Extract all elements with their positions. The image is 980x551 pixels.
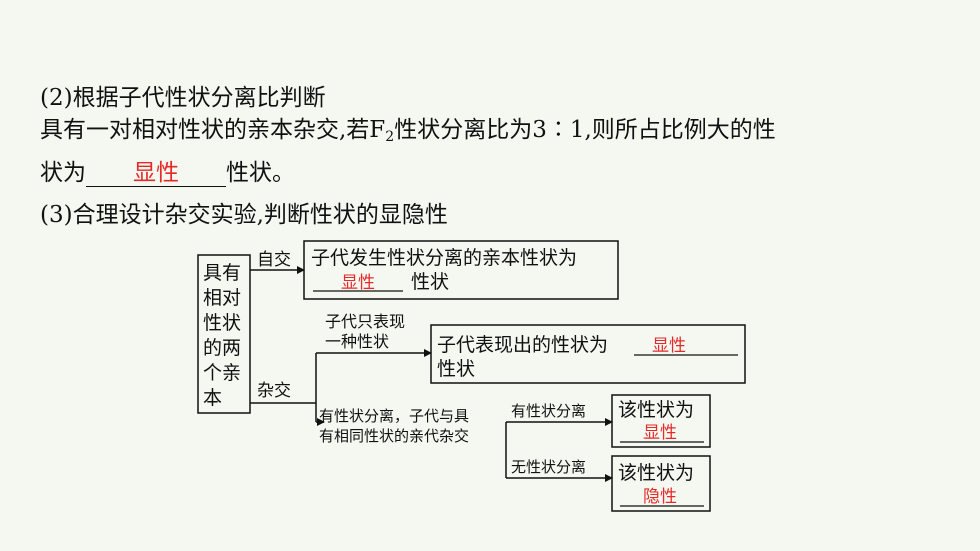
parent-text-6: 本 <box>203 387 222 409</box>
cross-label: 杂交 <box>257 381 291 401</box>
box3-text: 该性状为 <box>618 399 694 421</box>
box-one-phenotype-result <box>430 324 746 384</box>
box1-tail: 性状 <box>411 271 449 293</box>
branch2-line1: 有性状分离，子代与具 <box>319 407 469 425</box>
self-cross-label: 自交 <box>257 250 291 270</box>
box-dominant-result <box>611 394 711 448</box>
line3-post: 性状。 <box>226 160 295 186</box>
has-sep-label: 有性状分离 <box>511 402 586 420</box>
parent-text-2: 相对 <box>203 287 241 309</box>
box3-answer: 显性 <box>643 423 677 443</box>
answer-blank-dominant: 显性 <box>86 160 226 187</box>
section-heading-2: (2)根据子代性状分离比判断 <box>40 85 326 111</box>
parent-text-1: 具有 <box>203 262 241 284</box>
no-sep-label: 无性状分离 <box>511 458 586 476</box>
line2-post: 性状分离比为3∶1,则所占比例大的性 <box>394 117 776 143</box>
box2-answer: 显性 <box>652 336 686 356</box>
box4-text: 该性状为 <box>618 462 694 484</box>
branch1-line1: 子代只表现 <box>325 312 405 331</box>
f2-subscript: 2 <box>385 129 395 145</box>
parent-text-5: 个亲 <box>203 362 241 384</box>
parent-text-4: 的两 <box>203 337 241 359</box>
box2-line2: 性状 <box>437 358 475 380</box>
box1-answer: 显性 <box>341 273 375 293</box>
box4-answer: 隐性 <box>643 487 677 507</box>
line2-pre: 具有一对相对性状的亲本杂交,若F <box>40 117 386 143</box>
branch1-line2: 一种性状 <box>325 332 389 351</box>
branch2-line2: 有相同性状的亲代杂交 <box>319 427 469 445</box>
parent-box <box>197 254 251 414</box>
box-self-cross-result <box>303 240 619 300</box>
paragraph-line-2: 状为显性性状。 <box>40 158 295 188</box>
parent-text-3: 性状 <box>203 312 241 334</box>
line3-pre: 状为 <box>40 160 86 186</box>
box-recessive-result <box>611 455 711 512</box>
box1-line1: 子代发生性状分离的亲本性状为 <box>311 247 577 269</box>
paragraph-line-1: 具有一对相对性状的亲本杂交,若F2性状分离比为3∶1,则所占比例大的性 <box>40 115 776 145</box>
section-heading-3: (3)合理设计杂交实验,判断性状的显隐性 <box>40 202 448 228</box>
box2-line1: 子代表现出的性状为 <box>437 334 608 356</box>
